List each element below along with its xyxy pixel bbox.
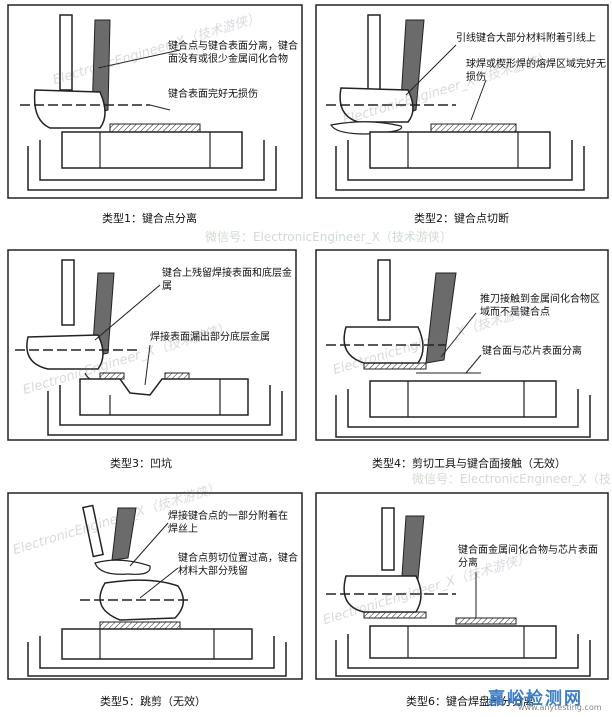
panel-type6: 键合面金属间化合物与芯片表面分离 类型6：键合焊盘部分分离 <box>306 488 612 717</box>
panel-type5-annotation-1: 焊接键合点的一部分附着在焊丝上 <box>168 511 288 535</box>
panel-type3-annotation-1: 键合上残留焊接表面和底层金属 <box>162 268 292 292</box>
panel-type4-annotation-2: 键合面与芯片表面分离 <box>482 346 582 357</box>
panel-type1-annotation-1: 键合点与键合表面分离，键合面没有或很少金属间化合物 <box>168 41 298 65</box>
panel-type6-annotation-1: 键合面金属间化合物与芯片表面分离 <box>458 545 598 569</box>
panel-type2: 引线键合大部分材料附着引线上 球焊或楔形焊的熔焊区域完好无损伤 类型2：键合点切… <box>306 0 612 230</box>
watermark-wechat-1: 微信号：ElectronicEngineer_X（技术游侠） <box>205 230 452 244</box>
panel-type5-illustration <box>7 492 303 680</box>
panel-type1-illustration <box>7 4 303 199</box>
panel-type2-caption: 类型2：键合点切断 <box>414 212 509 225</box>
panel-type4-illustration <box>315 249 609 441</box>
panel-type1-caption: 类型1：键合点分离 <box>102 212 197 225</box>
panel-type3-illustration <box>7 249 297 441</box>
panel-type4-caption: 类型4：剪切工具与键合面接触（无效） <box>372 457 566 470</box>
panel-type3-caption: 类型3：凹坑 <box>110 457 172 470</box>
panel-type2-illustration <box>315 4 609 199</box>
brand-url: www.anytesting.com <box>518 703 602 712</box>
panel-type1-annotation-2: 键合表面完好无损伤 <box>168 89 258 100</box>
panel-type6-illustration <box>315 492 609 680</box>
watermark-wechat-2: 微信号：ElectronicEngineer_X（技术游侠） <box>412 472 612 486</box>
panel-type2-annotation-1: 引线键合大部分材料附着引线上 <box>456 33 596 44</box>
brand-logo: 嘉峪检测网 <box>488 689 583 709</box>
panel-type5: 焊接键合点的一部分附着在焊丝上 键合点剪切位置过高，键合材料大部分残留 类型5：… <box>0 488 306 717</box>
panel-type3: 键合上残留焊接表面和底层金属 焊接表面漏出部分底层金属 类型3：凹坑 <box>0 245 306 475</box>
panel-type3-annotation-2: 焊接表面漏出部分底层金属 <box>150 332 270 343</box>
panel-type5-caption: 类型5：跳剪（无效） <box>100 695 206 708</box>
panel-type5-annotation-2: 键合点剪切位置过高，键合材料大部分残留 <box>178 553 298 577</box>
panel-type4: 推刀接触到金属间化合物区域而不是键合点 键合面与芯片表面分离 类型4：剪切工具与… <box>306 245 612 475</box>
panel-type1: 键合点与键合表面分离，键合面没有或很少金属间化合物 键合表面完好无损伤 类型1：… <box>0 0 306 230</box>
panel-type2-annotation-2: 球焊或楔形焊的熔焊区域完好无损伤 <box>466 59 606 83</box>
panel-type4-annotation-1: 推刀接触到金属间化合物区域而不是键合点 <box>480 294 600 318</box>
panel-type6-caption: 类型6：键合焊盘部分分离 <box>406 695 534 708</box>
